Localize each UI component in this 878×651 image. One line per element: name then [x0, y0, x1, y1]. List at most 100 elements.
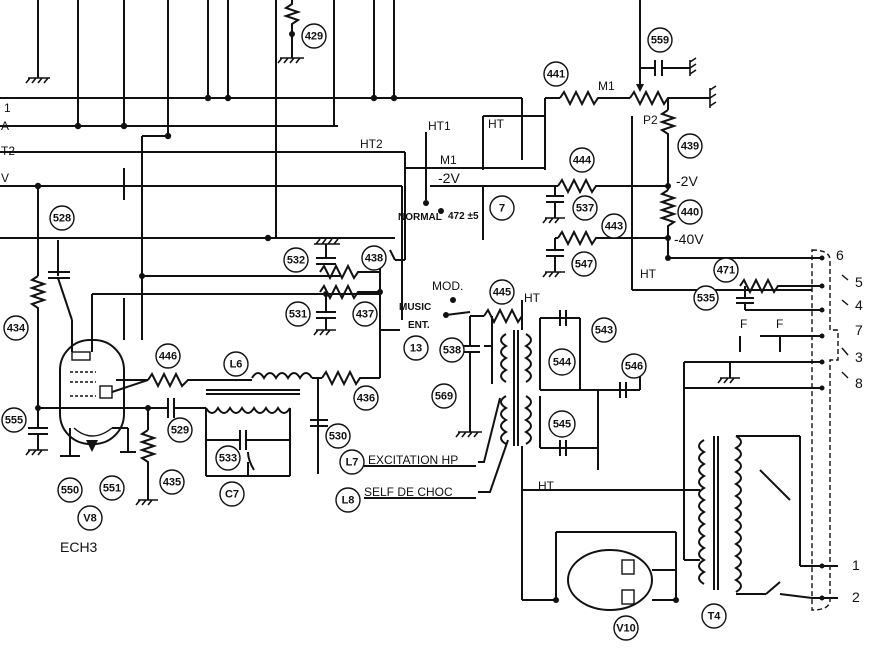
net-label: P2	[643, 113, 658, 127]
component-tag-text: 537	[576, 203, 594, 215]
component-tag-t4: T4	[701, 603, 727, 629]
component-tag-text: V8	[83, 513, 96, 525]
component-tag-443: 443	[601, 213, 627, 239]
net-label: -2V	[438, 170, 460, 186]
net-label: HT	[538, 479, 555, 493]
net-label: HT	[640, 267, 657, 281]
component-tag-445: 445	[489, 279, 515, 305]
ht-section: HT1 HT HT2 M1 -2V NORMAL 472 ±5	[360, 98, 546, 320]
component-tag-569: 569	[431, 383, 457, 409]
component-tag-text: 529	[171, 425, 189, 437]
component-tag-559: 559	[647, 27, 673, 53]
component-tag-v10: V10	[613, 615, 639, 641]
net-label: M1	[440, 153, 457, 167]
pin-label: 3	[855, 349, 863, 365]
component-tag-text: 533	[219, 453, 237, 465]
component-tag-440: 440	[677, 199, 703, 225]
component-tag-text: 435	[163, 477, 181, 489]
component-tag-435: 435	[159, 469, 185, 495]
component-tag-535: 535	[693, 285, 719, 311]
component-tag-text: 445	[493, 287, 511, 299]
pin-label: 1	[852, 557, 860, 573]
component-tag-text: 532	[287, 255, 305, 267]
component-tag-l8: L8	[335, 487, 361, 513]
component-tag-529: 529	[167, 417, 193, 443]
component-tag-text: 13	[410, 343, 422, 355]
component-tag-text: V10	[616, 623, 636, 635]
component-tag-471: 471	[713, 257, 739, 283]
component-tag-438: 438	[361, 245, 387, 271]
component-tag-444: 444	[569, 147, 595, 173]
component-tag-l7: L7	[339, 449, 365, 475]
component-tag-text: T4	[708, 611, 722, 623]
component-tag-text: 528	[53, 213, 71, 225]
component-tag-text: 441	[547, 69, 565, 81]
component-tag-547: 547	[571, 251, 597, 277]
component-tag-555: 555	[1, 407, 27, 433]
component-tag-text: 446	[159, 351, 177, 363]
component-tag-text: 547	[575, 259, 593, 271]
component-tag-528: 528	[49, 205, 75, 231]
net-label: NORMAL	[398, 212, 442, 223]
component-tag-text: 543	[595, 325, 613, 337]
component-tag-text: L7	[346, 457, 359, 469]
component-tag-c7: C7	[219, 481, 245, 507]
component-tag-text: 569	[435, 391, 453, 403]
component-tag-l6: L6	[223, 351, 249, 377]
rail-wires	[0, 97, 522, 239]
component-tag-550: 550	[57, 477, 83, 503]
modulation-section: MOD. MUSIC ENT. HT	[364, 279, 641, 499]
net-label: SELF DE CHOC	[364, 485, 453, 499]
component-tag-text: 440	[681, 207, 699, 219]
component-tag-532: 532	[283, 247, 309, 273]
component-tag-text: 7	[499, 203, 505, 215]
component-tag-text: 530	[329, 431, 347, 443]
component-tag-446: 446	[155, 343, 181, 369]
component-tag-text: 538	[443, 345, 461, 357]
component-tag-437: 437	[352, 301, 378, 327]
component-tag-text: 544	[553, 357, 572, 369]
component-tag-text: 444	[573, 155, 592, 167]
v8-tube: ECH3	[25, 135, 380, 555]
bias-network: M1 P2 -2V -40V HT	[542, 0, 812, 311]
component-tag-text: 436	[357, 393, 375, 405]
component-tag-7: 7	[489, 195, 515, 221]
component-tag-13: 13	[403, 335, 429, 361]
component-tag-v8: V8	[77, 505, 103, 531]
component-tag-text: 535	[697, 293, 715, 305]
pin-label: 4	[855, 297, 863, 313]
component-tag-text: 531	[289, 309, 307, 321]
output-section: HT	[521, 361, 813, 611]
component-tag-551: 551	[99, 475, 125, 501]
net-label: HT	[488, 117, 505, 131]
component-tag-538: 538	[439, 337, 465, 363]
component-tag-434: 434	[3, 315, 29, 341]
component-tag-441: 441	[543, 61, 569, 87]
connector-block: 6 5 4 7 3 8 1 2 F F	[684, 247, 863, 611]
component-tag-543: 543	[591, 317, 617, 343]
component-tag-429: 429	[301, 23, 327, 49]
component-tag-text: 559	[651, 35, 669, 47]
component-tag-537: 537	[572, 195, 598, 221]
net-label: HT	[524, 291, 541, 305]
rail-label: T2	[1, 144, 15, 158]
component-tag-text: 545	[553, 419, 571, 431]
component-tag-531: 531	[285, 301, 311, 327]
net-label: MOD.	[432, 279, 463, 293]
component-tag-text: 429	[305, 31, 323, 43]
net-label: -40V	[674, 231, 704, 247]
component-tag-text: 555	[5, 415, 23, 427]
component-tag-text: 434	[7, 323, 26, 335]
pin-label: 7	[855, 322, 863, 338]
component-tag-530: 530	[325, 423, 351, 449]
top-verticals	[25, 0, 398, 242]
rail-label: 1	[4, 101, 11, 115]
rail-label: V	[1, 171, 9, 185]
pin-label: 2	[852, 589, 860, 605]
oscillator-section	[116, 238, 400, 506]
component-tag-text: 438	[365, 253, 383, 265]
component-tag-text: 546	[625, 361, 643, 373]
net-label: HT2	[360, 137, 383, 151]
